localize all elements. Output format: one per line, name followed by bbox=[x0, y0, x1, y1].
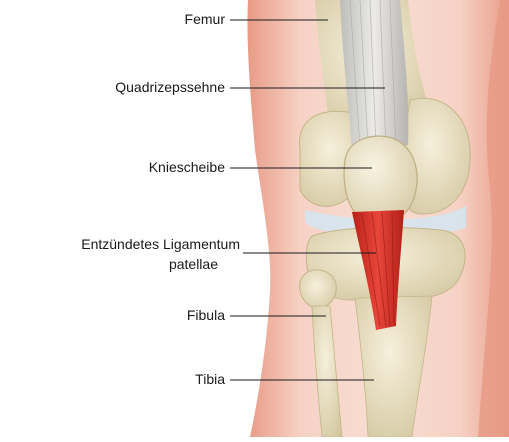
label-fibula: Fibula bbox=[187, 307, 225, 324]
label-patellar-ligament-line2: patellae bbox=[169, 256, 218, 273]
label-tibia: Tibia bbox=[195, 371, 225, 388]
label-kneecap: Kniescheibe bbox=[149, 159, 225, 176]
label-quadriceps-tendon: Quadrizepssehne bbox=[115, 79, 225, 96]
quadriceps-tendon bbox=[340, 0, 408, 150]
label-patellar-ligament-line1: Entzündetes Ligamentum bbox=[81, 236, 240, 253]
label-femur: Femur bbox=[185, 11, 225, 28]
